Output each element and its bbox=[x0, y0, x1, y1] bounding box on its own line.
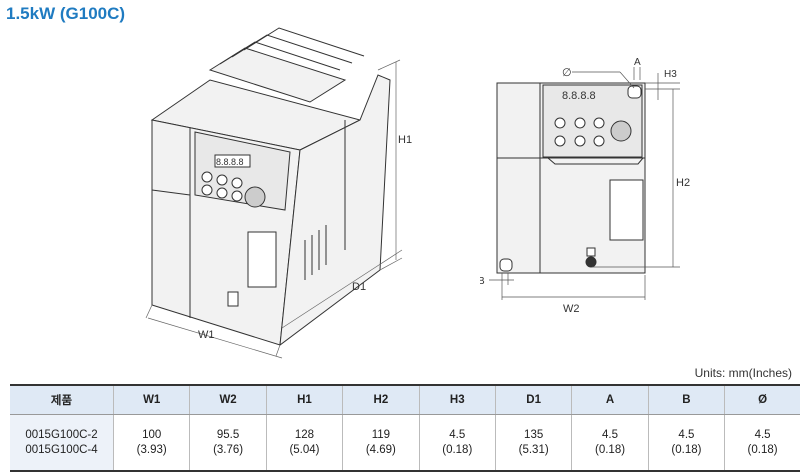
screw-icon bbox=[585, 256, 597, 268]
dial-knob-icon bbox=[244, 186, 266, 208]
model-name: 0015G100C-4 bbox=[25, 443, 98, 456]
column-header: D1 bbox=[494, 384, 572, 415]
mount-hole-top bbox=[627, 85, 642, 99]
label-h3: H3 bbox=[664, 69, 677, 80]
column-header: H1 bbox=[265, 384, 343, 415]
label-w2: W2 bbox=[563, 303, 580, 315]
value-in: (0.18) bbox=[671, 443, 702, 456]
value-in: (5.04) bbox=[289, 443, 320, 456]
display-readout: 8.8.8.8 bbox=[562, 90, 596, 102]
value-cell: 100 (3.93) bbox=[112, 414, 190, 472]
column-header: W2 bbox=[189, 384, 267, 415]
model-cell: 0015G100C-2 0015G100C-4 bbox=[10, 414, 114, 472]
value-mm: 135 bbox=[524, 428, 544, 441]
label-w1: W1 bbox=[198, 329, 215, 341]
column-header: A bbox=[571, 384, 649, 415]
value-cell: 4.5 (0.18) bbox=[647, 414, 725, 472]
front-view-drawing: 8.8.8.8 ∅ A H3 H2 B W2 bbox=[480, 57, 690, 315]
table-row: 0015G100C-2 0015G100C-4 100 (3.93) 95.5 (3.76… bbox=[10, 414, 800, 472]
label-h1: H1 bbox=[398, 134, 412, 146]
column-header: H2 bbox=[342, 384, 420, 415]
value-in: (0.18) bbox=[595, 443, 626, 456]
value-in: (3.76) bbox=[213, 443, 244, 456]
column-header: W1 bbox=[112, 384, 190, 415]
model-name: 0015G100C-2 bbox=[25, 428, 98, 441]
value-mm: 4.5 bbox=[602, 428, 619, 441]
value-mm: 4.5 bbox=[678, 428, 695, 441]
value-in: (5.31) bbox=[518, 443, 549, 456]
value-mm: 4.5 bbox=[449, 428, 466, 441]
units-note: Units: mm(Inches) bbox=[694, 366, 792, 380]
value-mm: 95.5 bbox=[216, 428, 240, 441]
column-header: 제품 bbox=[10, 384, 114, 415]
value-in: (0.18) bbox=[747, 443, 778, 456]
page-title: 1.5kW (G100C) bbox=[6, 4, 126, 23]
column-header: B bbox=[647, 384, 725, 415]
column-header: H3 bbox=[418, 384, 496, 415]
value-cell: 4.5 (0.18) bbox=[418, 414, 496, 472]
label-b: B bbox=[480, 276, 485, 287]
value-cell: 4.5 (0.18) bbox=[571, 414, 649, 472]
value-cell: 128 (5.04) bbox=[265, 414, 343, 472]
value-mm: 119 bbox=[371, 428, 391, 441]
value-cell: 135 (5.31) bbox=[494, 414, 572, 472]
display-readout: 8.8.8.8 bbox=[216, 157, 244, 167]
value-mm: 100 bbox=[142, 428, 162, 441]
label-phi: ∅ bbox=[562, 67, 572, 79]
column-header: Ø bbox=[724, 384, 800, 415]
value-cell: 119 (4.69) bbox=[342, 414, 420, 472]
heatsink-fins bbox=[208, 27, 365, 103]
value-in: (3.93) bbox=[136, 443, 167, 456]
mount-hole-bottom bbox=[499, 258, 513, 272]
value-cell: 4.5 (0.18) bbox=[724, 414, 800, 472]
label-h2: H2 bbox=[676, 177, 690, 189]
value-in: (4.69) bbox=[365, 443, 396, 456]
value-mm: 4.5 bbox=[754, 428, 771, 441]
dial-knob-icon bbox=[610, 120, 632, 142]
isometric-drawing: 8.8.8.8 H1 D1 W1 bbox=[145, 27, 412, 359]
label-a: A bbox=[634, 57, 641, 68]
value-cell: 95.5 (3.76) bbox=[189, 414, 267, 472]
label-d1: D1 bbox=[352, 281, 366, 293]
value-mm: 128 bbox=[294, 428, 315, 441]
value-in: (0.18) bbox=[442, 443, 473, 456]
